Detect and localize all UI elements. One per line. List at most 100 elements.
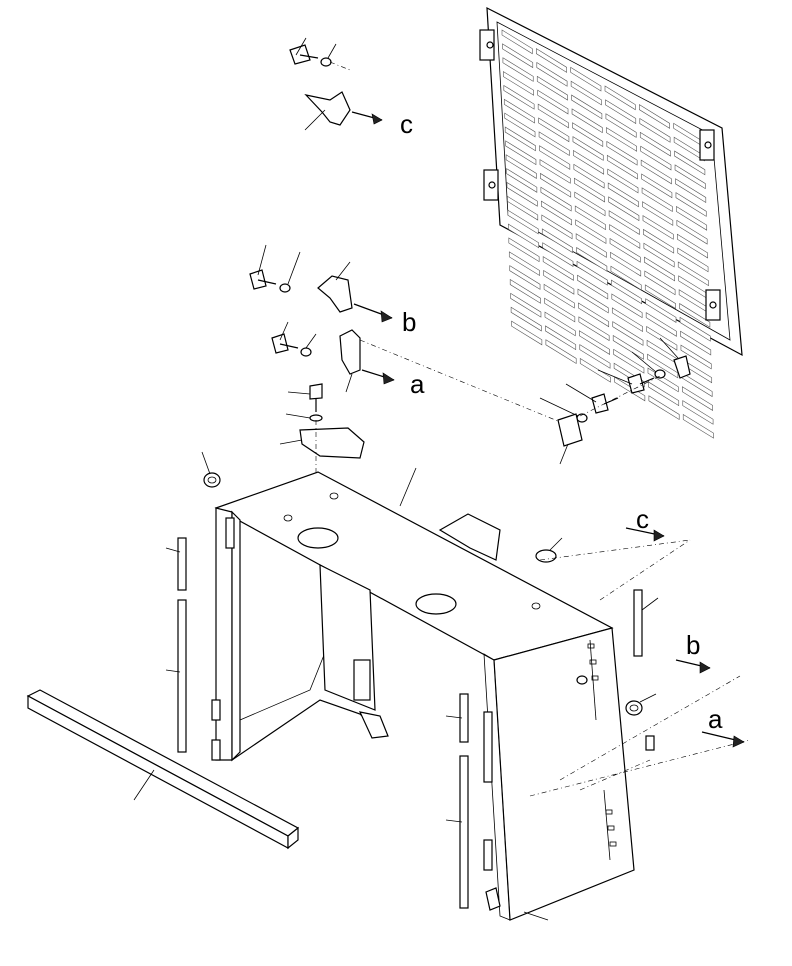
grille-slot (644, 256, 675, 282)
grille-slot (606, 154, 638, 180)
bottom-cross-bar (26, 689, 300, 850)
grille-slot (609, 237, 641, 263)
grille-slot (579, 344, 611, 369)
grille-slot (577, 288, 609, 314)
grille-slot (609, 224, 641, 249)
grille-slot (509, 279, 541, 304)
grille-slot (504, 112, 536, 138)
grille-slot (606, 127, 637, 152)
grille-slot (610, 265, 642, 291)
grille-slot (680, 344, 712, 370)
label-b-lower: b (686, 630, 700, 660)
grille-slot (578, 316, 610, 342)
lower-grille-bracket (557, 413, 583, 447)
grille-slot (612, 335, 644, 360)
grille-slot (570, 80, 602, 106)
label-c-lower: c (636, 504, 649, 534)
grille-slot (677, 261, 709, 287)
grille-slot (506, 181, 538, 207)
grille-slot (570, 66, 602, 92)
grille-slot (511, 320, 543, 346)
grille-slot (539, 159, 571, 184)
grille-slot (505, 154, 537, 179)
grille-slot (648, 395, 680, 421)
grille-slot (640, 145, 672, 171)
grille-slot (508, 237, 540, 263)
grille-slot (510, 292, 542, 318)
seal-strip-long (177, 599, 187, 753)
grille-slot (675, 178, 707, 203)
grommet-right (625, 700, 643, 716)
grille-slot (539, 145, 571, 170)
grille-slot (545, 339, 577, 365)
grille-slot (540, 172, 572, 198)
grille-slot (572, 122, 604, 147)
grille-slot (682, 386, 713, 411)
grille-slot (645, 312, 677, 337)
grille-slot (612, 321, 644, 346)
grille-slot (541, 228, 573, 254)
grille-slot (510, 306, 542, 332)
grille-slot (606, 140, 638, 166)
upper-bracket-c-group: c (289, 37, 413, 139)
grille-slot (503, 71, 534, 96)
grille-slot (679, 303, 711, 328)
grille-slot (605, 99, 637, 125)
grille-slot (509, 265, 541, 290)
grille-slot (639, 104, 670, 129)
cover-plate-group (201, 383, 365, 520)
label-c-upper: c (400, 109, 413, 139)
grille-slot (505, 140, 537, 166)
side-seal-strip (633, 589, 643, 657)
grille-slot (641, 187, 673, 213)
grille-slot (536, 61, 568, 87)
grille-slot (639, 117, 671, 143)
hinge-bracket-a (339, 329, 361, 375)
grille-clip (673, 355, 691, 379)
grille-slot (677, 247, 709, 273)
frame-top-panel (214, 471, 614, 661)
grille-slot (673, 136, 705, 162)
grille-slot (504, 126, 536, 152)
grille-slot (507, 209, 539, 235)
grille-slot (578, 302, 610, 328)
grille-slot (576, 247, 608, 272)
grille-slot (540, 186, 572, 212)
grille-slot (537, 103, 569, 129)
grille-slot (503, 84, 535, 110)
grille-mesh (501, 29, 714, 439)
right-side-connectors: c b a (529, 504, 751, 797)
grille-slot (611, 293, 643, 319)
frame-leader (399, 467, 417, 507)
grille-slot (573, 163, 605, 189)
grille-slot (674, 164, 706, 190)
grille-slot (579, 330, 610, 355)
grille-slot (642, 215, 674, 240)
grille-slot (508, 251, 540, 277)
grille-slot (577, 274, 609, 300)
grille-slot (536, 75, 568, 101)
grille-slot (507, 195, 539, 221)
grille-slot (573, 149, 605, 175)
grille-slot (679, 316, 711, 342)
grille-slot (643, 228, 675, 254)
grommet-left (203, 472, 221, 488)
grille-slot (574, 205, 606, 231)
grille-slot (542, 256, 574, 281)
grille-slot (572, 136, 604, 161)
grille-slot (542, 242, 574, 267)
grille-slot (574, 177, 605, 203)
middle-bracket-b-group: b (249, 244, 416, 337)
radiator-grille (479, 6, 743, 439)
grille-slot (674, 150, 706, 176)
hinge-bracket-b (317, 275, 353, 313)
grille-slot (641, 173, 673, 199)
grille-slot (605, 113, 637, 138)
grille-slot (536, 48, 567, 73)
grille-slot (575, 219, 607, 245)
grille-slot (501, 29, 533, 55)
grille-slot (538, 131, 570, 157)
grille-slot (506, 168, 538, 193)
grille-slot (677, 233, 708, 259)
